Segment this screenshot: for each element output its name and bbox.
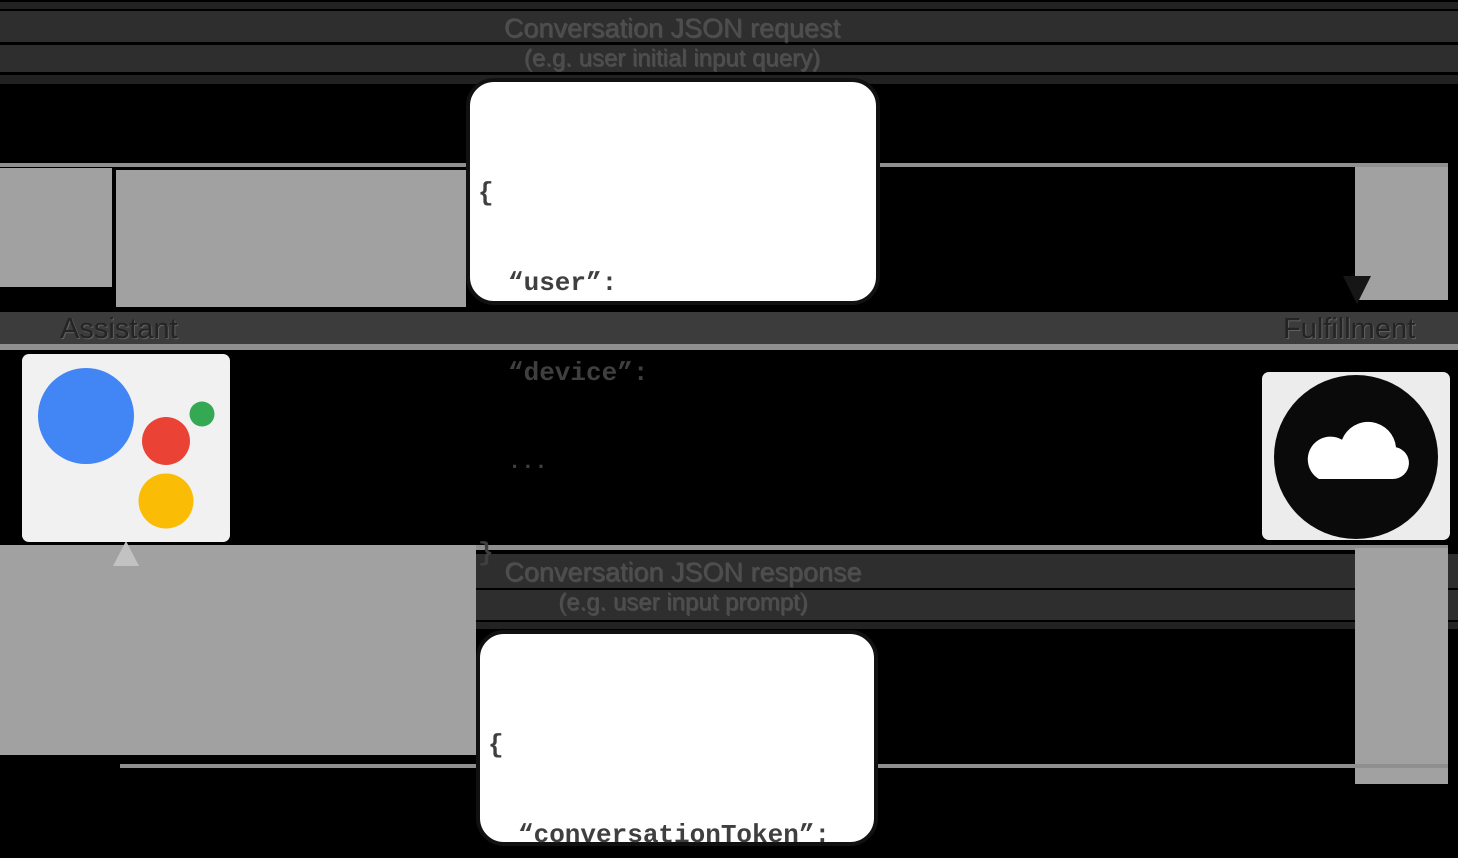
response-json-box: { “conversationToken”: “userStorage”: ..… [476, 630, 878, 850]
response-arrow-segment [1355, 548, 1448, 784]
assistant-label: Assistant [60, 313, 178, 345]
request-arrow-segment [0, 168, 112, 287]
arrow-up-icon [113, 541, 139, 566]
stripe-artifact [0, 2, 1458, 9]
response-label-line1: Conversation JSON response [504, 557, 862, 587]
arrow-down-icon [1343, 276, 1371, 304]
code-line: { [488, 730, 504, 760]
response-flow-label: Conversation JSON response (e.g. user in… [333, 557, 1033, 617]
code-line: ... [508, 450, 548, 475]
request-label-line2: (e.g. user initial input query) [523, 44, 821, 72]
node-label-band-line [0, 344, 1458, 350]
assistant-node [22, 354, 230, 542]
stripe-artifact [0, 45, 1458, 72]
cloud-icon [1274, 375, 1438, 539]
fulfillment-node [1262, 372, 1450, 540]
request-json-box: { “user”: “device”: ... } [466, 78, 880, 568]
code-line: “device”: [508, 358, 649, 388]
request-arrow-segment [116, 170, 466, 307]
response-arrow-segment [0, 545, 476, 755]
response-label-line2: (e.g. user input prompt) [558, 588, 808, 616]
stripe-artifact [0, 11, 1458, 42]
code-line: “conversationToken”: [518, 820, 831, 850]
request-label-line1: Conversation JSON request [503, 13, 841, 43]
code-line: { [478, 178, 494, 208]
response-arrow-line [0, 545, 1448, 550]
fulfillment-label: Fulfillment [1283, 313, 1416, 345]
code-line: “user”: [508, 268, 618, 298]
node-label-band [0, 312, 1458, 344]
code-line: } [478, 538, 494, 568]
stripe-artifact [0, 622, 1458, 629]
request-flow-label: Conversation JSON request (e.g. user ini… [322, 13, 1022, 73]
google-assistant-logo-icon [38, 368, 215, 529]
